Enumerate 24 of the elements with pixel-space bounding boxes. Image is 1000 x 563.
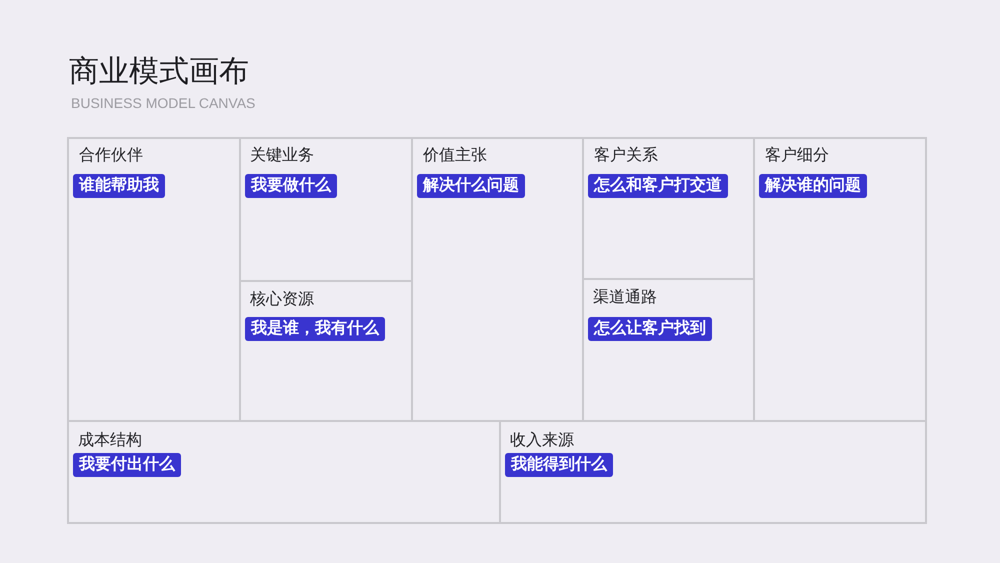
question-tag: 我能得到什么 bbox=[505, 453, 613, 477]
question-tag: 谁能帮助我 bbox=[73, 174, 165, 198]
question-tag: 我要做什么 bbox=[245, 174, 337, 198]
cell-heading: 成本结构 bbox=[78, 431, 142, 451]
question-tag: 解决什么问题 bbox=[417, 174, 525, 198]
cell-heading: 收入来源 bbox=[510, 431, 574, 451]
question-tag: 怎么让客户找到 bbox=[588, 317, 712, 341]
canvas-cell bbox=[499, 420, 927, 524]
question-tag: 我是谁，我有什么 bbox=[245, 317, 385, 341]
question-tag: 怎么和客户打交道 bbox=[588, 174, 728, 198]
cell-heading: 合作伙伴 bbox=[79, 146, 143, 166]
cell-heading: 价值主张 bbox=[423, 146, 487, 166]
cell-heading: 关键业务 bbox=[250, 146, 314, 166]
subtitle: BUSINESS MODEL CANVAS bbox=[71, 95, 256, 111]
canvas-cell bbox=[67, 137, 241, 422]
cell-heading: 客户关系 bbox=[594, 146, 658, 166]
cell-heading: 客户细分 bbox=[765, 146, 829, 166]
title: 商业模式画布 bbox=[69, 54, 249, 90]
canvas-cell bbox=[67, 420, 501, 524]
question-tag: 我要付出什么 bbox=[73, 453, 181, 477]
question-tag: 解决谁的问题 bbox=[759, 174, 867, 198]
cell-heading: 核心资源 bbox=[250, 290, 314, 310]
cell-heading: 渠道通路 bbox=[593, 288, 657, 308]
canvas-cell bbox=[753, 137, 927, 422]
